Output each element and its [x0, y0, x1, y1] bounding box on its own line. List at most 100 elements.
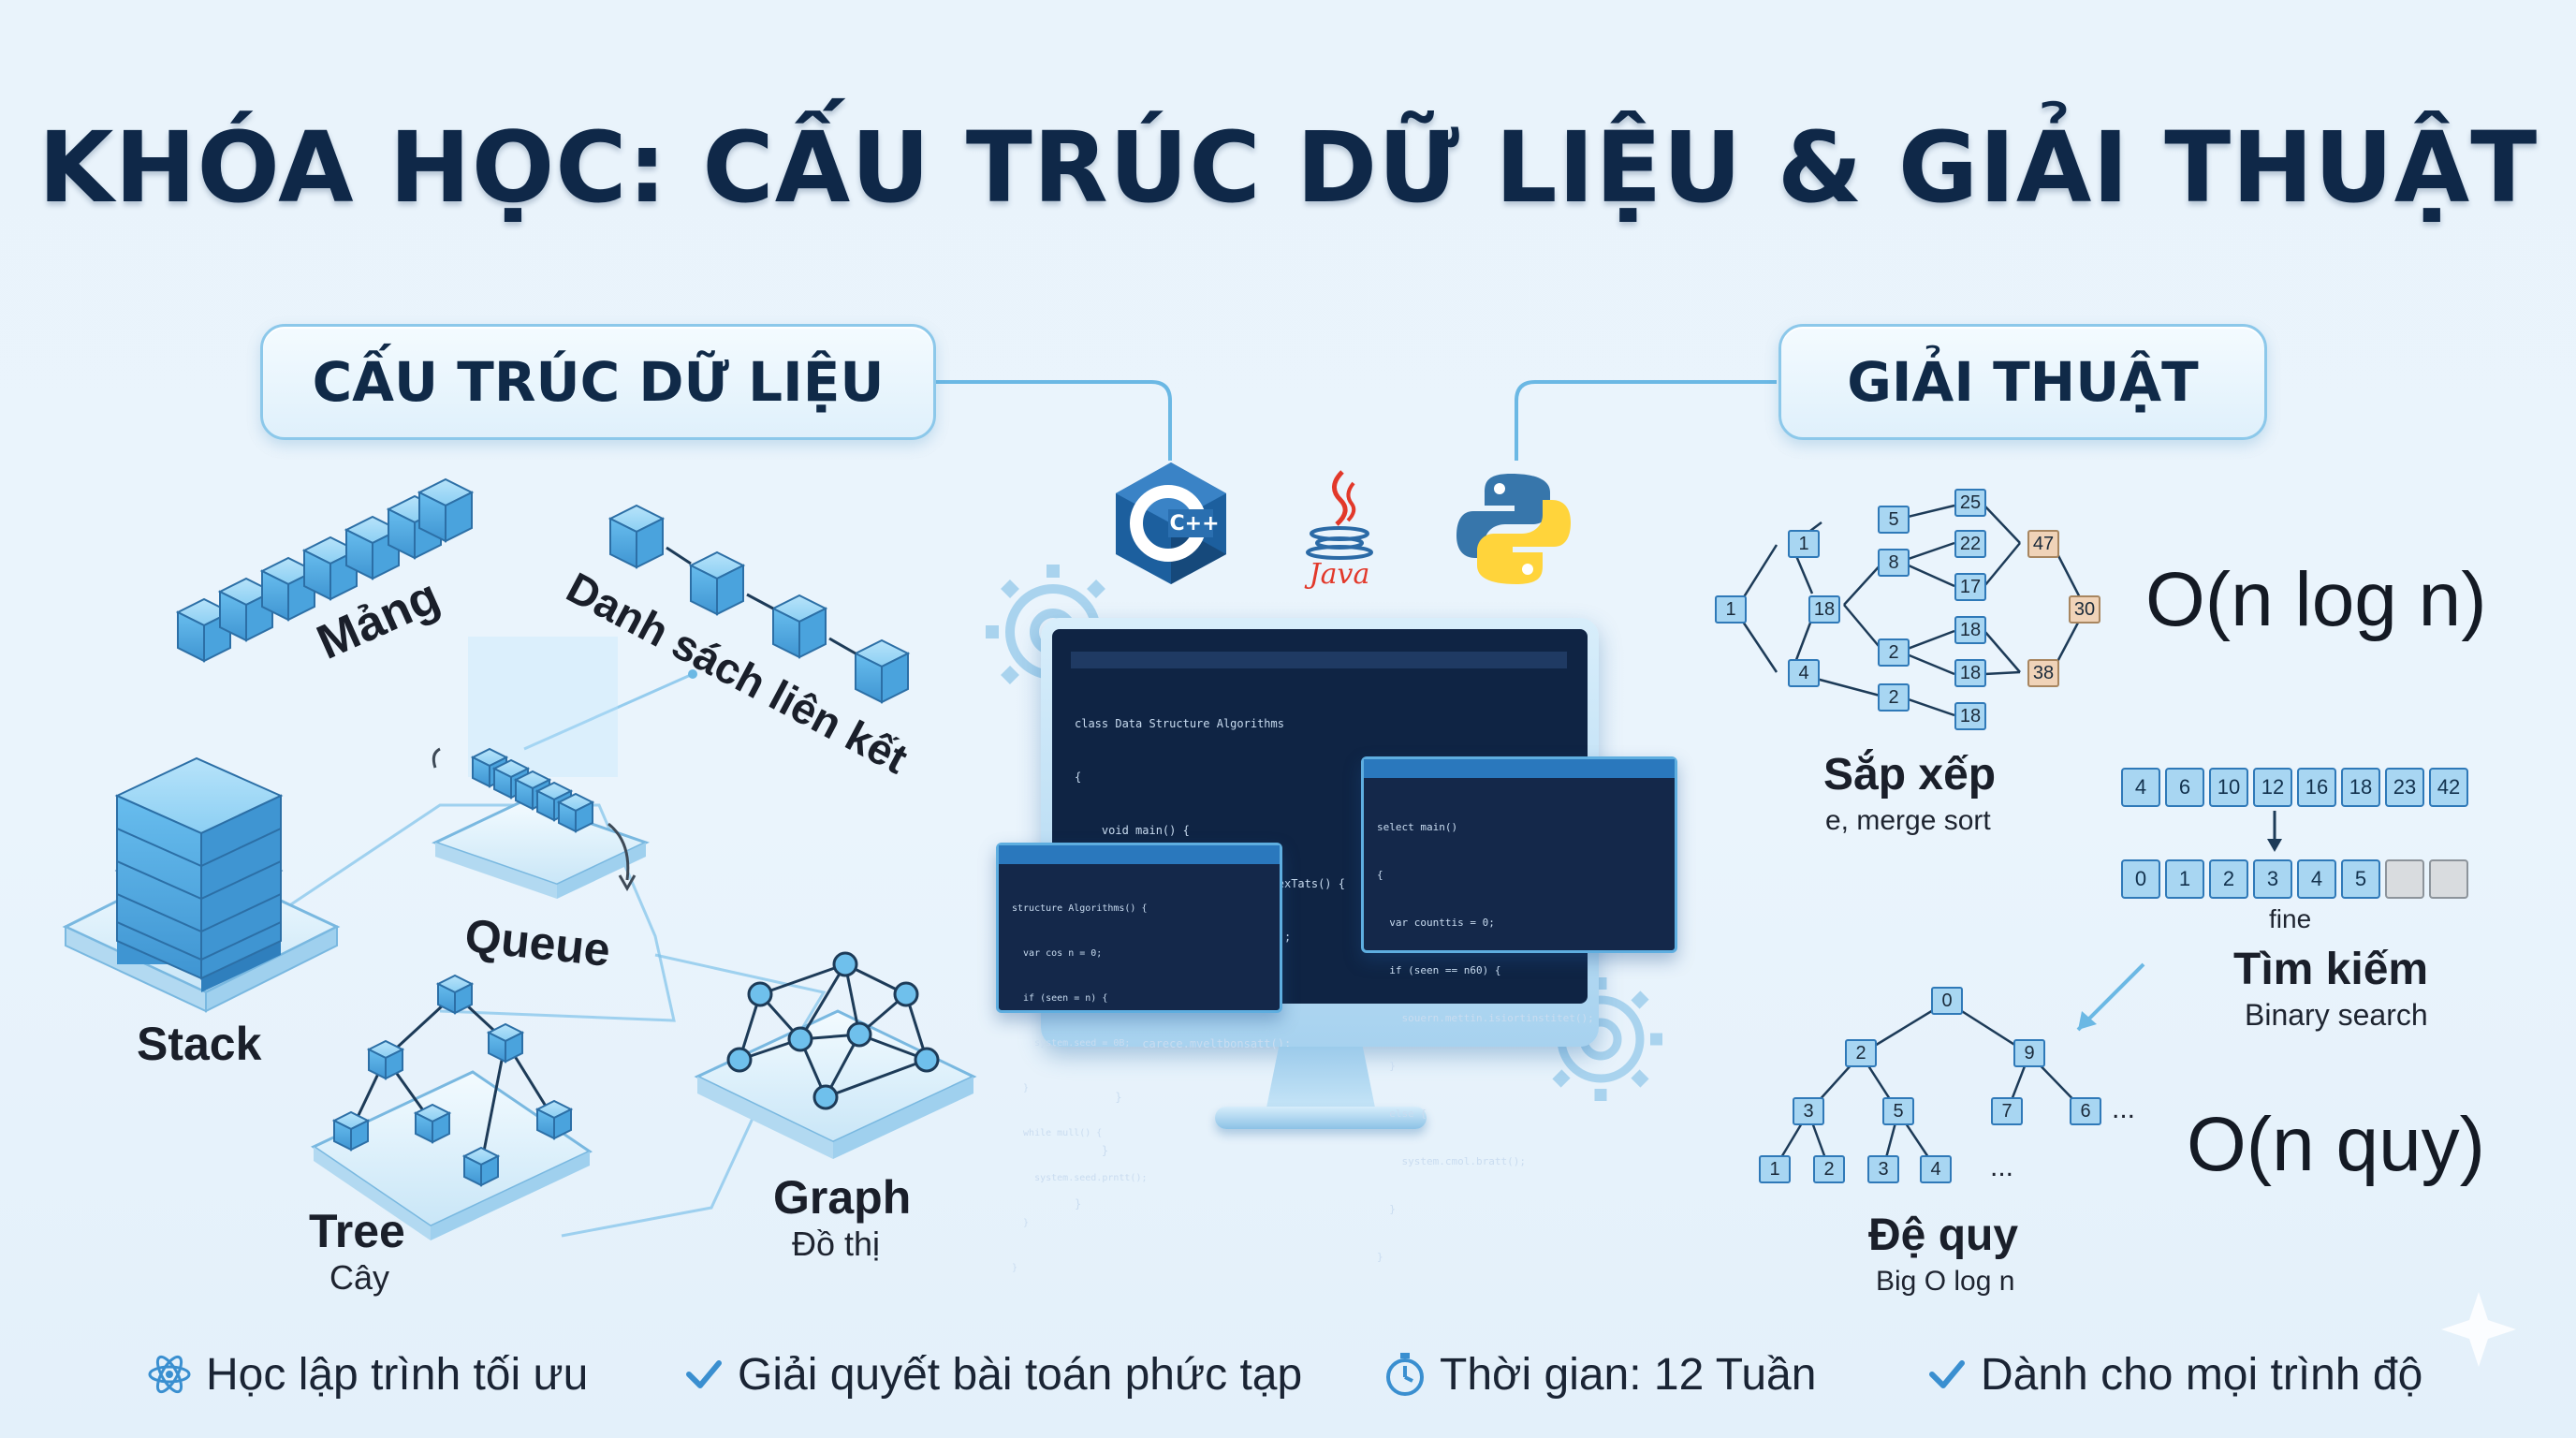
- data-structures-heading: CẤU TRÚC DỮ LIỆU: [260, 324, 936, 440]
- check-icon: [1926, 1354, 1968, 1395]
- code-line: }: [1012, 1218, 1030, 1228]
- footer-text: Dành cho mọi trình độ: [1981, 1349, 2423, 1400]
- footer-text: Thời gian: 12 Tuần: [1440, 1349, 1817, 1400]
- code-line: }: [1377, 1203, 1396, 1215]
- recursion-node: 2: [1813, 1155, 1845, 1183]
- window-titlebar: [1364, 759, 1675, 778]
- java-logo-text: Java: [1304, 558, 1370, 590]
- graph-sublabel: Đồ thị: [792, 1225, 881, 1263]
- sort-complexity: O(n log n): [2145, 557, 2487, 642]
- recursion-complexity: O(n quy): [2187, 1102, 2485, 1187]
- sort-node: 18: [1954, 702, 1986, 730]
- sort-label: Sắp xếp: [1823, 750, 1997, 800]
- data-structures-illustration: [62, 478, 977, 1240]
- atom-icon: [146, 1351, 193, 1398]
- sort-node: 18: [1954, 659, 1986, 687]
- sort-sublabel: e, merge sort: [1825, 805, 1991, 836]
- code-window-right: select main() { var counttis = 0; if (se…: [1361, 756, 1677, 1263]
- left-code-block: structure Algorithms() { var cos n = 0; …: [1012, 872, 1148, 1306]
- code-line: else {: [1377, 1108, 1427, 1120]
- index-array-cell: [2385, 859, 2424, 899]
- code-line: }: [1075, 1144, 1109, 1157]
- recursion-ellipsis: ...: [2112, 1093, 2136, 1124]
- recursion-node: 9: [2013, 1039, 2045, 1067]
- recursion-node: 0: [1931, 987, 1963, 1015]
- code-line: system.seed.prntt();: [1012, 1173, 1148, 1183]
- recursion-node: 7: [1991, 1097, 2023, 1125]
- sort-node: 2: [1878, 683, 1910, 712]
- code-line: if (seen = n) {: [1012, 993, 1108, 1004]
- footer-item-optimize: Học lập trình tối ưu: [146, 1346, 588, 1402]
- tree-label: Tree: [309, 1205, 405, 1257]
- index-array-cell: 5: [2341, 859, 2380, 899]
- code-line: }: [1075, 1091, 1122, 1104]
- recursion-node: 5: [1882, 1097, 1914, 1125]
- sorted-array-cell: 42: [2429, 768, 2468, 807]
- window-titlebar: [999, 845, 1280, 864]
- code-line: while mull() {: [1012, 1128, 1103, 1138]
- sort-node: 22: [1954, 530, 1986, 558]
- code-line: souern.mettin.isiortinstitet();: [1377, 1012, 1594, 1024]
- recursion-label: Đệ quy: [1868, 1211, 2019, 1260]
- code-line: var cos n = 0;: [1012, 948, 1103, 959]
- code-line: system.seed = 0B;: [1012, 1038, 1131, 1049]
- sort-node: 30: [2069, 595, 2100, 624]
- footer-text: Học lập trình tối ưu: [206, 1349, 589, 1400]
- index-array-cell: [2429, 859, 2468, 899]
- code-line: if (seen == n60) {: [1377, 964, 1501, 976]
- sorted-array-cell: 23: [2385, 768, 2424, 807]
- code-line: {: [1075, 770, 1082, 784]
- code-line: }: [1012, 1083, 1030, 1093]
- graph-illustration: [694, 951, 977, 1159]
- algorithms-heading: GIẢI THUẬT: [1778, 324, 2267, 440]
- recursion-node: 4: [1920, 1155, 1952, 1183]
- recursion-node: 2: [1845, 1039, 1877, 1067]
- java-logo: Java: [1299, 466, 1380, 591]
- code-line: carece.mveltbonsatt();: [1075, 1037, 1292, 1050]
- index-array-cell: 0: [2121, 859, 2160, 899]
- search-label: Tìm kiếm: [2233, 945, 2429, 994]
- recursion-node: 3: [1793, 1097, 1824, 1125]
- recursion-node: 1: [1759, 1155, 1791, 1183]
- footer-item-duration: Thời gian: 12 Tuần: [1383, 1346, 1816, 1402]
- code-line: }: [1012, 1263, 1018, 1273]
- editor-tab-bar: [1071, 652, 1567, 668]
- sort-node: 47: [2027, 530, 2059, 558]
- code-line: structure Algorithms() {: [1012, 903, 1148, 914]
- sort-node: 18: [1954, 616, 1986, 644]
- recursion-node: 3: [1867, 1155, 1899, 1183]
- sorted-array-cell: 12: [2253, 768, 2292, 807]
- stack-illustration: [62, 756, 341, 1013]
- code-window-left: structure Algorithms() { var cos n = 0; …: [996, 843, 1282, 1273]
- code-line: }: [1377, 1251, 1383, 1263]
- data-structures-heading-text: CẤU TRÚC DỮ LIỆU: [312, 350, 885, 414]
- code-line: system.cmol.bratt();: [1377, 1155, 1526, 1167]
- code-line: {: [1377, 869, 1383, 881]
- python-icon: [1456, 474, 1571, 584]
- sort-node: 5: [1878, 506, 1910, 534]
- footer-text: Giải quyết bài toán phức tạp: [738, 1349, 1303, 1400]
- index-array-cell: 3: [2253, 859, 2292, 899]
- code-line: class Data Structure Algorithms: [1075, 717, 1284, 730]
- index-array-cell: 4: [2297, 859, 2336, 899]
- code-line: void main() {: [1075, 824, 1190, 837]
- right-code-block: select main() { var counttis = 0; if (se…: [1377, 787, 1594, 1297]
- monitor-neck: [1266, 1047, 1376, 1112]
- monitor-base: [1215, 1107, 1427, 1129]
- sorted-array-cell: 16: [2297, 768, 2336, 807]
- sort-node: 25: [1954, 489, 1986, 517]
- code-line: var counttis = 0;: [1377, 917, 1495, 929]
- sort-node: 1: [1715, 595, 1747, 624]
- python-logo: [1453, 468, 1574, 590]
- sort-network-edges: [1734, 504, 2087, 717]
- sort-node: 38: [2027, 659, 2059, 687]
- search-hint: fine: [2269, 904, 2312, 933]
- algorithms-heading-text: GIẢI THUẬT: [1847, 350, 2199, 414]
- sort-node: 1: [1788, 530, 1820, 558]
- sort-node: 18: [1808, 595, 1840, 624]
- page-title: KHÓA HỌC: CẤU TRÚC DỮ LIỆU & GIẢI THUẬT: [37, 110, 2539, 225]
- recursion-sublabel: Big O log n: [1876, 1266, 2015, 1297]
- tree-sublabel: Cây: [329, 1258, 390, 1297]
- stopwatch-icon: [1383, 1351, 1427, 1398]
- index-array-cell: 2: [2209, 859, 2248, 899]
